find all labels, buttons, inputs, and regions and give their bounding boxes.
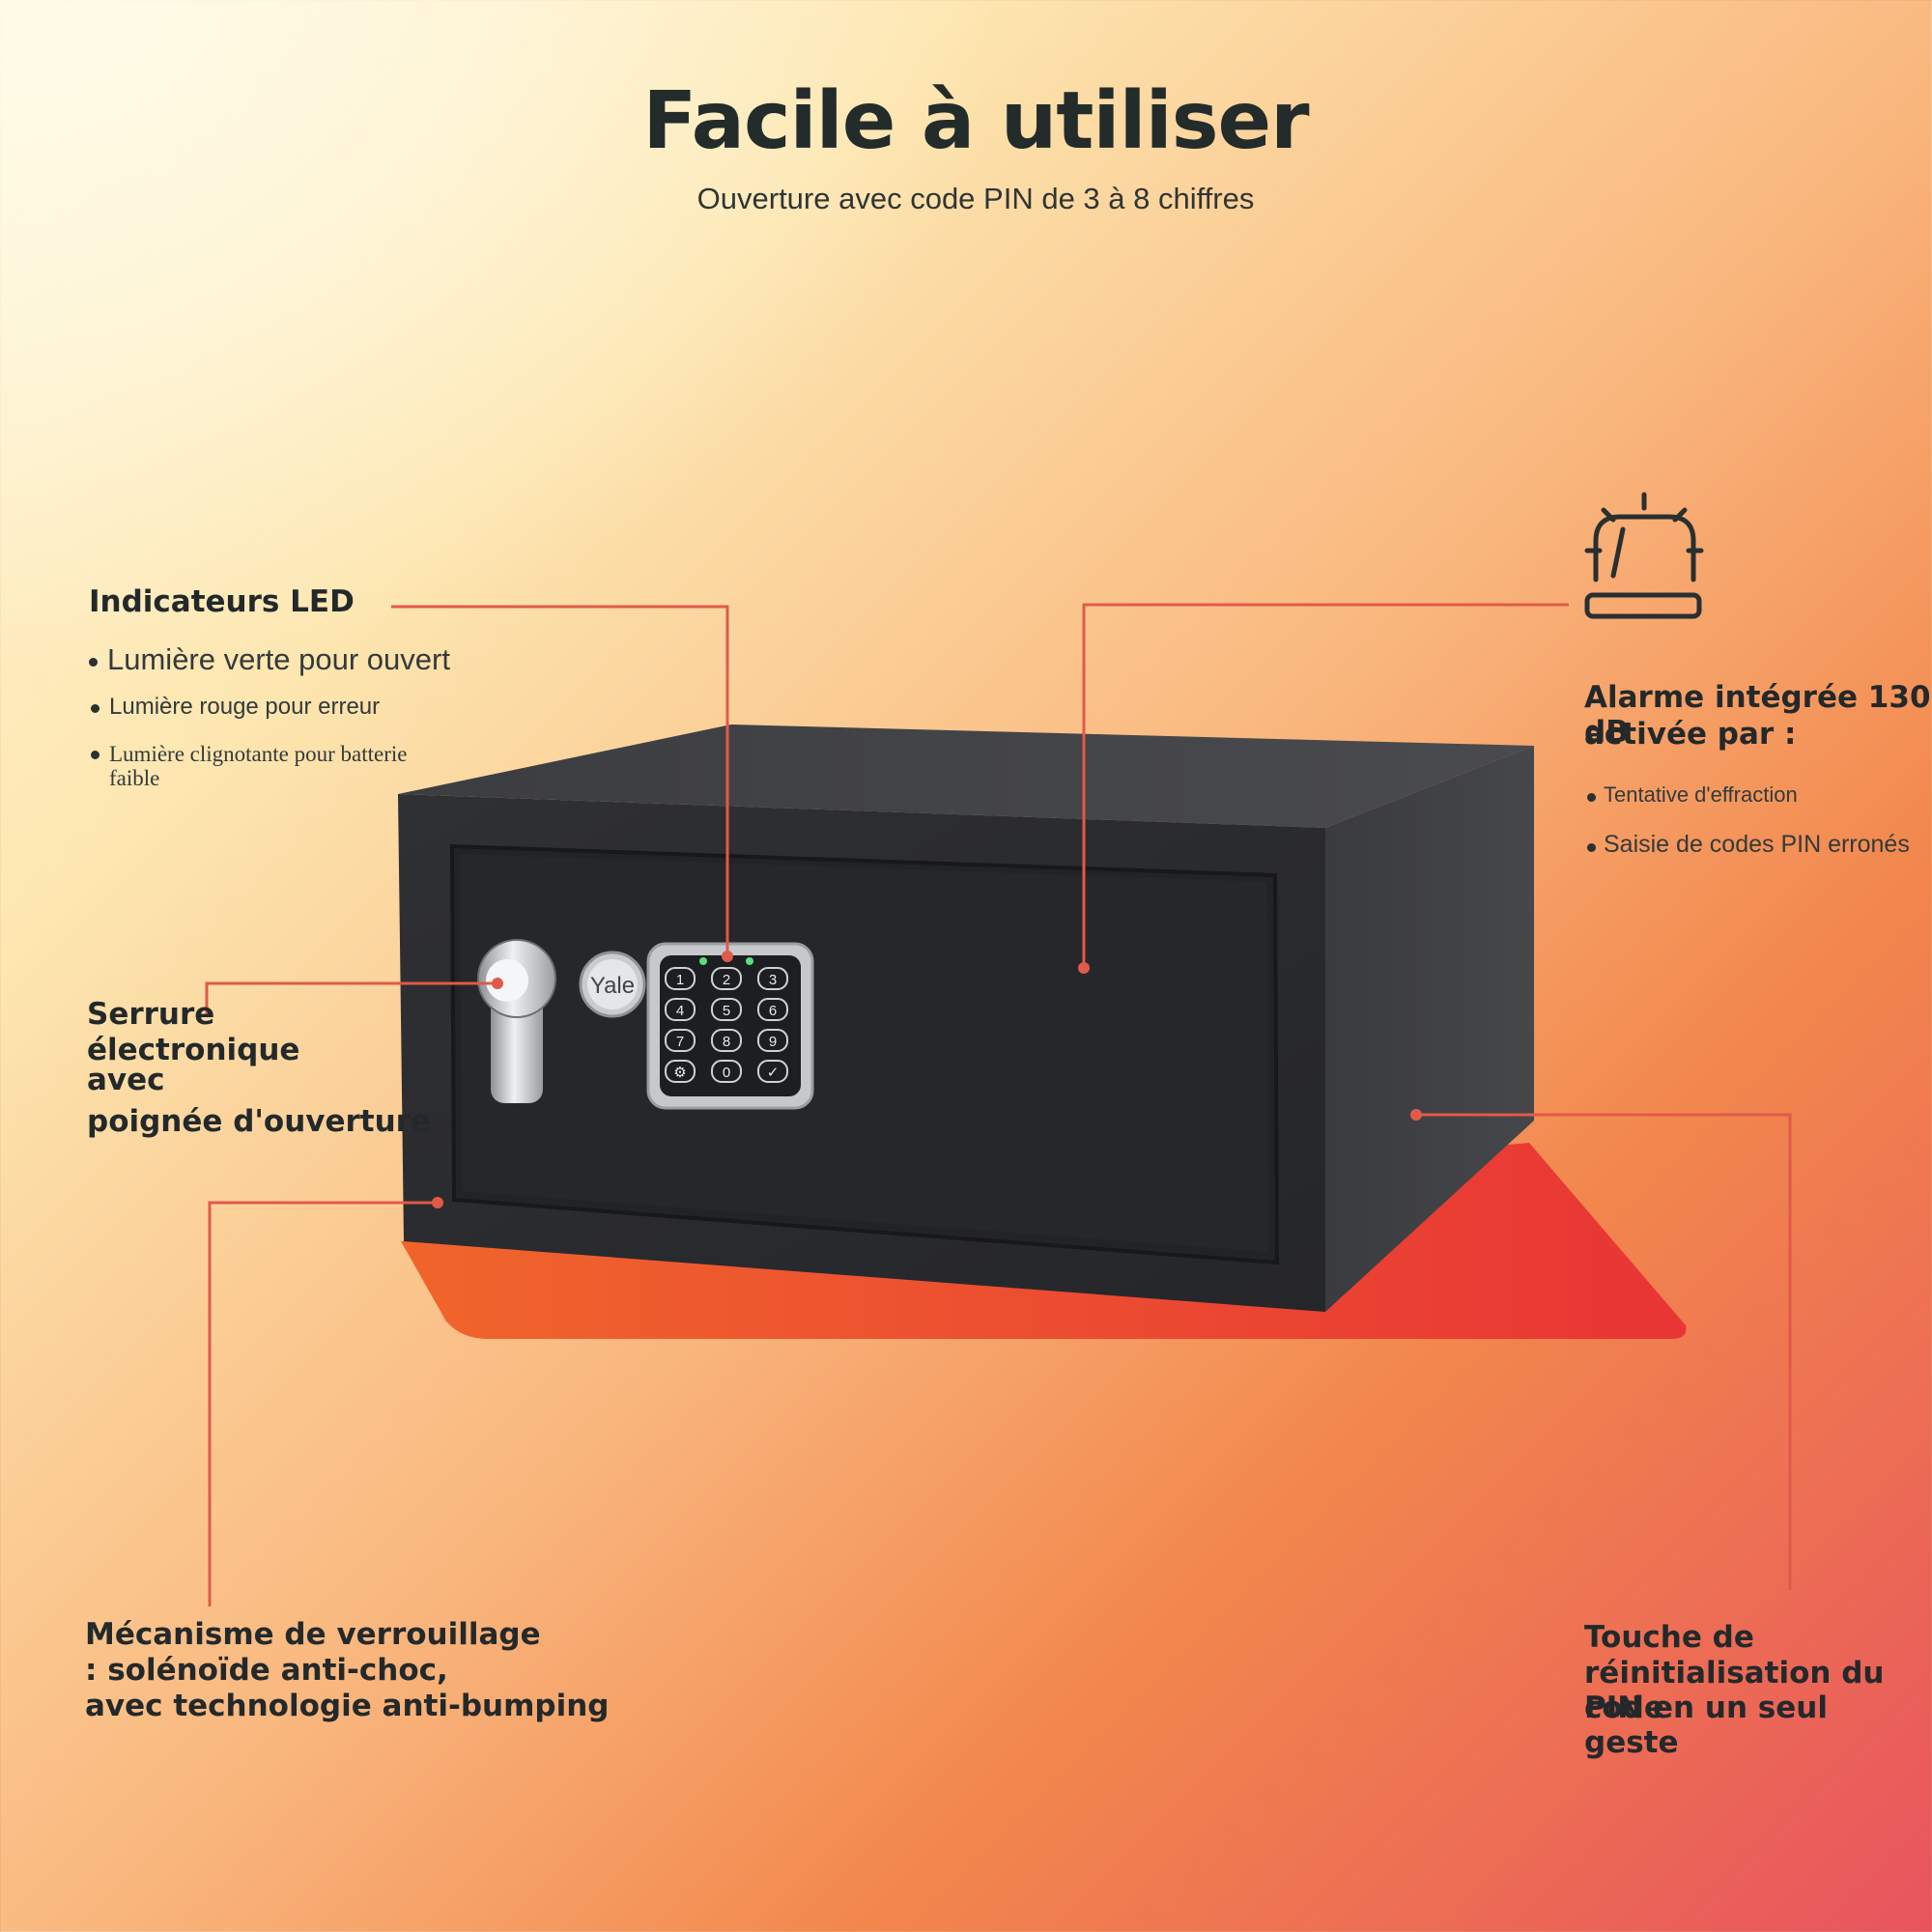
keypad-key — [757, 1029, 788, 1052]
page-subtitle: Ouverture avec code PIN de 3 à 8 chiffre… — [696, 182, 1255, 215]
alarm-bullet-wrong-pin: Saisie de codes PIN erronés — [1587, 831, 1910, 859]
door-handle — [477, 939, 556, 1103]
callout-line-reset — [1416, 1113, 1792, 1590]
alarm-siren-icon — [1584, 492, 1704, 619]
electronic-lock-line4: poignée d'ouverture — [87, 1104, 431, 1139]
callout-line-led — [391, 605, 729, 954]
alarm-bullet-intrusion: Tentative d'effraction — [1587, 782, 1798, 808]
brand-badge: Yale — [579, 951, 646, 1018]
alarm-heading-line1: Alarme intégrée 130 dB — [1584, 680, 1931, 750]
keypad-key-label: 7 — [676, 1034, 684, 1050]
reset-line2: réinitialisation du code — [1584, 1656, 1885, 1725]
keypad-key-label: 8 — [723, 1034, 730, 1050]
keypad-key — [665, 998, 696, 1021]
keypad-key-label: 5 — [723, 1003, 730, 1019]
keypad-key — [711, 967, 742, 990]
keypad-key-label: 3 — [769, 972, 777, 988]
led-bullet-blink-label: Lumière clignotante pour batterie faible — [109, 742, 408, 790]
keypad-key-label: 6 — [769, 1003, 777, 1019]
reset-line1: Touche de — [1584, 1620, 1754, 1655]
keypad-key — [757, 967, 788, 990]
led-bullet-green: Lumière verte pour ouvert — [89, 642, 450, 677]
keypad-key-label: ⚙ — [673, 1065, 686, 1081]
callout-line-mechanism — [208, 1201, 438, 1606]
keypad-key-label: 0 — [723, 1065, 730, 1081]
led-bullet-green-label: Lumière verte pour ouvert — [107, 642, 450, 676]
led-bullet-red: Lumière rouge pour erreur — [91, 694, 380, 721]
keypad-key — [757, 998, 788, 1021]
mechanism-line3: avec technologie anti-bumping — [85, 1689, 610, 1723]
led-indicators-heading: Indicateurs LED — [89, 584, 355, 619]
led-bullet-blink: Lumière clignotante pour batterie faible — [91, 742, 410, 790]
keypad-key-label: 9 — [769, 1034, 777, 1050]
mechanism-line1: Mécanisme de verrouillage — [85, 1617, 541, 1652]
callout-line-lock — [205, 981, 497, 1016]
keypad-key-label: ✓ — [767, 1065, 780, 1081]
safe-side — [1325, 746, 1534, 1312]
keypad-key — [711, 1060, 742, 1083]
reset-line3: PIN en un seul geste — [1584, 1690, 1828, 1760]
callout-dots — [432, 951, 1422, 1208]
alarm-heading-line2: activée par : — [1584, 717, 1797, 752]
svg-text:Yale: Yale — [590, 973, 635, 999]
electronic-lock-line1: Serrure — [87, 997, 215, 1032]
keypad-key-label: 2 — [723, 972, 730, 988]
keypad-key — [665, 967, 696, 990]
electronic-lock-line2: électronique — [87, 1033, 300, 1067]
keypad-key — [711, 998, 742, 1021]
led-bullet-red-label: Lumière rouge pour erreur — [109, 694, 381, 720]
keypad-key — [711, 1029, 742, 1052]
keypad-key-label: 4 — [676, 1003, 684, 1019]
page-title: Facile à utiliser — [642, 75, 1309, 167]
callout-line-alarm — [1082, 603, 1569, 968]
keypad-key-label: 1 — [676, 972, 684, 988]
alarm-bullet-wrong-pin-label: Saisie de codes PIN erronés — [1604, 831, 1910, 858]
mechanism-line2: : solénoïde anti-choc, — [85, 1653, 448, 1688]
keypad-key — [665, 1029, 696, 1052]
callout-lines — [205, 603, 1792, 1606]
alarm-bullet-intrusion-label: Tentative d'effraction — [1604, 782, 1798, 807]
safe-top — [398, 724, 1534, 828]
keypad-key — [757, 1060, 788, 1083]
keypad-key — [665, 1060, 696, 1083]
electronic-lock-line3: avec — [87, 1063, 165, 1097]
